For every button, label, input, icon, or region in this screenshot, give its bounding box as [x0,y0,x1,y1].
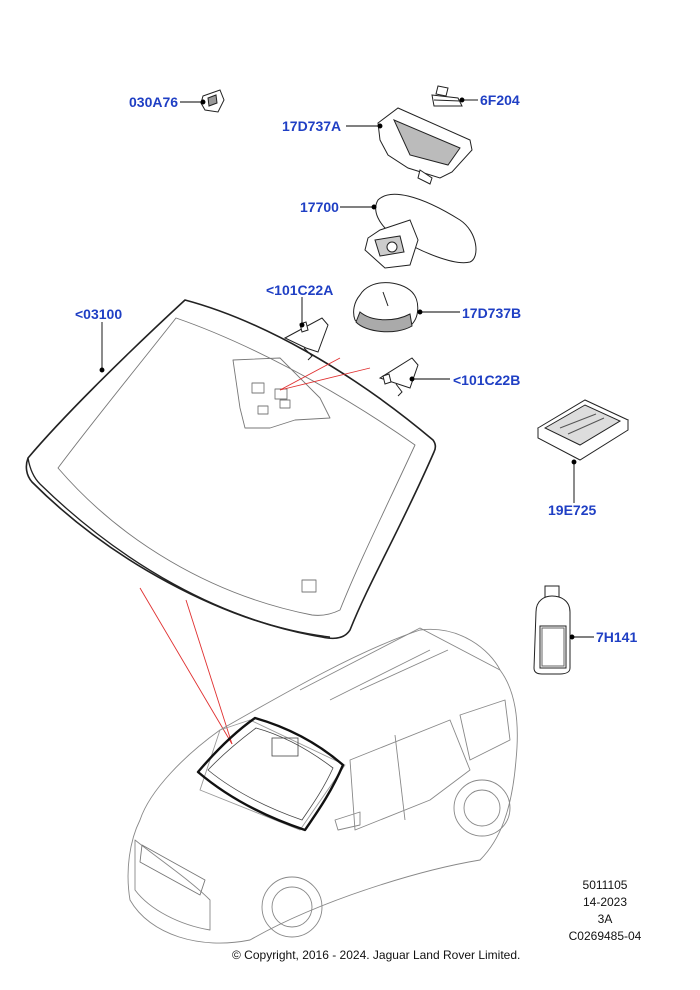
vehicle-windscreen-inner [207,727,334,821]
pointer-lines [139,357,371,745]
part-label-6F204[interactable]: 6F204 [480,92,520,108]
part-17D737B-drawing [353,282,419,333]
vehicle-windscreen-highlight [196,716,345,832]
vehicle-illustration [127,627,518,944]
part-label-17D737B[interactable]: 17D737B [462,305,522,321]
part-label-03100[interactable]: <03100 [75,306,123,322]
part-label-101C22B[interactable]: <101C22B [453,372,521,388]
part-7H141-drawing [533,585,571,675]
part-label-030A76[interactable]: 030A76 [129,94,179,110]
part-17D737A-drawing [377,107,473,185]
part-label-17700[interactable]: 17700 [300,199,339,215]
diagram-id: 5011105 [582,878,628,892]
part-label-7H141[interactable]: 7H141 [596,629,638,645]
diagram-info-block: 5011105 14-2023 3A C0269485-04 [560,878,650,943]
part-101C22B-drawing [378,357,419,397]
part-label-19E725[interactable]: 19E725 [548,502,597,518]
part-030A76-drawing [200,89,225,113]
part-17700-drawing [364,193,477,269]
leader-lines [99,97,594,640]
diagram-revision: 14-2023 [582,895,628,909]
part-101C22A-drawing [283,317,329,361]
part-19E725-drawing [536,399,630,461]
diagram-sheet: 3A [597,912,613,926]
part-label-17D737A[interactable]: 17D737A [282,118,342,134]
copyright-notice: © Copyright, 2016 - 2024. Jaguar Land Ro… [232,948,521,962]
part-6F204-drawing [431,85,463,107]
windscreen-illustration [25,299,437,640]
diagram-code: C0269485-04 [568,929,642,943]
part-label-101C22A[interactable]: <101C22A [266,282,334,298]
